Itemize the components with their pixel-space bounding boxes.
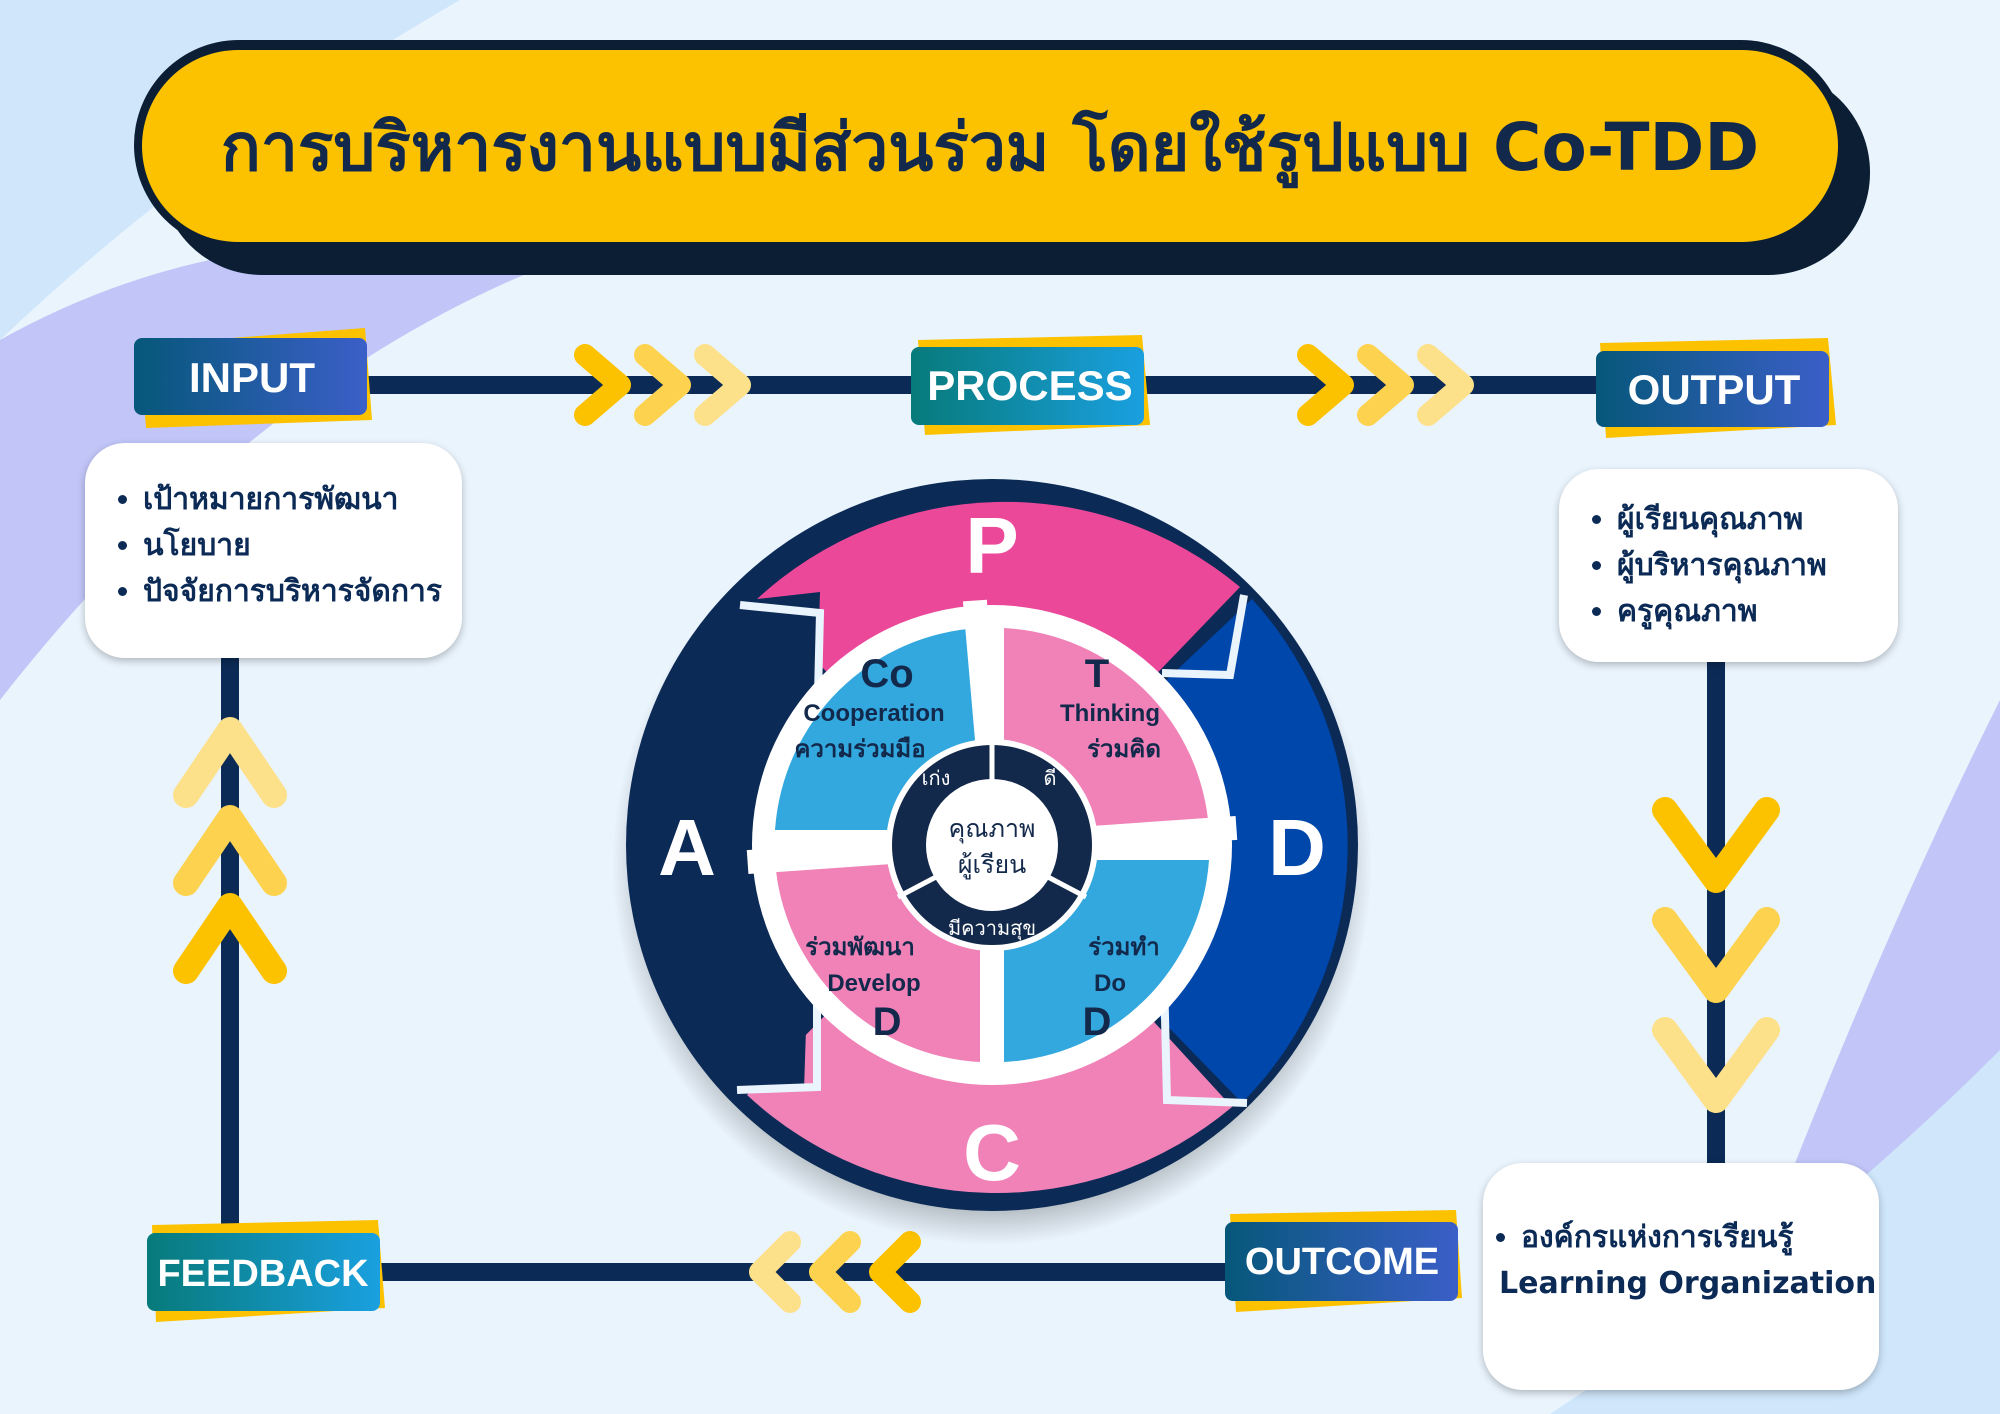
pdca-segment-a	[655, 592, 820, 1090]
segment-do-letter: D	[1083, 1000, 1112, 1044]
outcome-box: องค์กรแห่งการเรียนรู้ Learning Organizat…	[1483, 1163, 1879, 1390]
bg-swoosh	[0, 0, 460, 340]
arrow-left-chevrons	[749, 1231, 921, 1313]
stage-input: INPUT	[134, 328, 372, 428]
stage-outcome: OUTCOME	[1225, 1210, 1462, 1312]
segment-co-letter: Co	[860, 652, 913, 696]
output-item: ผู้บริหารคุณภาพ	[1617, 543, 1898, 589]
segment-do-th: ร่วมทำ	[1088, 934, 1159, 961]
segment-do-en: Do	[1094, 970, 1126, 997]
arrow-right-chevrons	[574, 344, 1474, 426]
ring-right: ดี	[1044, 766, 1057, 790]
segment-develop-letter: D	[873, 1000, 902, 1044]
bg-swoosh	[1550, 1050, 2000, 1414]
feedback-label: FEEDBACK	[157, 1253, 369, 1295]
segment-develop-en: Develop	[827, 970, 920, 997]
page-title: การบริหารงานแบบมีส่วนร่วม โดยใช้รูปแบบ C…	[221, 108, 1759, 189]
outcome-item: องค์กรแห่งการเรียนรู้	[1521, 1215, 1879, 1261]
pdca-wheel: P D C A Co Cooperation ความร่วมมือ T Thi…	[612, 479, 1372, 1245]
center-line1: คุณภาพ	[949, 814, 1036, 844]
center-line2: ผู้เรียน	[958, 850, 1026, 880]
ring-left: เก่ง	[922, 766, 951, 790]
output-label: OUTPUT	[1628, 366, 1801, 413]
center-core	[926, 779, 1058, 911]
arrow-down-chevrons	[1652, 797, 1780, 1113]
input-item: นโยบาย	[143, 523, 462, 569]
pdca-p: P	[965, 501, 1018, 590]
input-item: ปัจจัยการบริหารจัดการ	[143, 569, 462, 615]
output-item: ครูคุณภาพ	[1617, 589, 1898, 635]
output-item: ผู้เรียนคุณภาพ	[1617, 497, 1898, 543]
input-item: เป้าหมายการพัฒนา	[143, 477, 462, 523]
pdca-a: A	[658, 803, 716, 892]
input-label: INPUT	[189, 354, 315, 401]
segment-co-en: Cooperation	[803, 700, 944, 727]
arrow-up-chevrons	[173, 717, 287, 984]
title-banner	[142, 50, 1838, 242]
segment-t-letter: T	[1085, 652, 1109, 696]
segment-co-th: ความร่วมมือ	[794, 736, 925, 763]
segment-t-en: Thinking	[1060, 700, 1160, 727]
stage-feedback: FEEDBACK	[147, 1220, 385, 1322]
segment-t-th: ร่วมคิด	[1087, 736, 1161, 763]
output-box: ผู้เรียนคุณภาพ ผู้บริหารคุณภาพ ครูคุณภาพ	[1559, 469, 1898, 662]
process-label: PROCESS	[927, 362, 1132, 409]
stage-output: OUTPUT	[1596, 338, 1836, 438]
stage-process: PROCESS	[911, 335, 1150, 435]
outcome-label: OUTCOME	[1245, 1241, 1439, 1283]
segment-develop-th: ร่วมพัฒนา	[805, 934, 915, 961]
ring-bottom: มีความสุข	[948, 916, 1036, 941]
pdca-c: C	[963, 1108, 1021, 1197]
pdca-d: D	[1268, 803, 1326, 892]
outcome-english: Learning Organization	[1499, 1266, 1877, 1301]
input-box: เป้าหมายการพัฒนา นโยบาย ปัจจัยการบริหารจ…	[85, 443, 462, 658]
